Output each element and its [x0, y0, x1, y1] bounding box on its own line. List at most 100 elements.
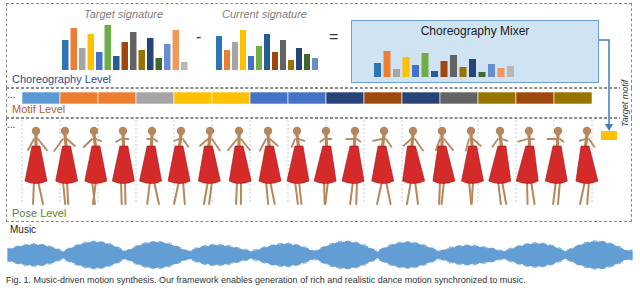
dancer-dress	[229, 146, 251, 184]
dancer-figure	[516, 127, 538, 204]
dancer-figure	[287, 127, 309, 204]
dancer-figure	[140, 127, 162, 204]
connector-line	[599, 40, 609, 125]
dancer-figure	[168, 127, 190, 204]
dancer-arm	[299, 139, 304, 141]
dancer-figure	[576, 127, 598, 204]
dancer-figure	[54, 127, 77, 204]
motif-segment	[440, 92, 478, 104]
dancer-dress	[85, 146, 107, 184]
mixer-bar	[384, 51, 391, 77]
signature-bar	[122, 42, 129, 70]
dancer-dress	[25, 146, 47, 184]
dancer-leg	[558, 181, 560, 204]
dancer-dress	[433, 146, 455, 184]
dancer-leg	[299, 181, 301, 204]
dancer-dress	[342, 146, 364, 184]
dancer-leg	[295, 181, 298, 204]
dancer-arm	[373, 139, 382, 141]
dancer-dress	[403, 146, 425, 184]
dancer-dress	[112, 146, 134, 184]
signature-bar	[173, 30, 180, 70]
mixer-bar	[422, 53, 429, 77]
guide-line	[516, 120, 517, 204]
dancer-figure	[198, 127, 220, 204]
dancer-head	[148, 127, 156, 135]
dancer-leg	[325, 181, 328, 204]
level-label: Motif Level	[12, 103, 65, 115]
signature-bar	[156, 58, 163, 70]
dancer-arm	[270, 139, 278, 146]
motif-segment	[174, 92, 212, 104]
dancer-head	[496, 127, 504, 135]
mixer-bar	[498, 68, 505, 77]
dancer-leg	[502, 181, 506, 204]
dancer-head	[61, 127, 69, 135]
dancer-arm	[328, 138, 331, 140]
dancer-leg	[386, 181, 391, 204]
dancer-figure	[545, 127, 567, 204]
signature-bar	[139, 50, 146, 70]
caption: Fig. 1. Music-driven motion synthesis. O…	[6, 275, 526, 286]
motif-segment	[212, 92, 250, 104]
signature-bar	[147, 38, 154, 70]
motif-segment	[554, 92, 592, 104]
dancer-figure	[462, 127, 484, 204]
dancer-head	[554, 127, 562, 135]
signature-bar	[113, 56, 120, 70]
dancer-arm	[147, 138, 150, 140]
signature-bar	[224, 50, 230, 70]
dancer-leg	[587, 181, 589, 204]
dancer-leg	[204, 181, 208, 204]
dancer-leg	[240, 181, 242, 204]
dancer-leg	[553, 181, 556, 204]
dancer-leg	[407, 181, 411, 204]
mixer-bar	[507, 66, 514, 77]
dancer-arm	[125, 138, 128, 140]
dancer-dress	[314, 146, 336, 184]
guide-line	[402, 120, 403, 204]
guide-line	[136, 120, 137, 204]
mixer-bar	[469, 59, 476, 77]
dancer-leg	[498, 181, 501, 204]
dancer-leg	[270, 181, 275, 204]
dancer-arm	[548, 138, 556, 140]
rotated-label: Target motif	[620, 78, 631, 129]
mixer-bar	[488, 64, 495, 77]
dancer-arm	[357, 139, 360, 142]
dancer-figure	[403, 127, 425, 204]
dancer-leg	[235, 181, 238, 204]
dancer-dress	[489, 146, 511, 184]
dancer-leg	[442, 181, 444, 204]
annotation: Target signature	[84, 8, 163, 21]
dancer-leg	[124, 181, 127, 204]
dancer-head	[32, 127, 40, 135]
dancer-figure	[342, 127, 364, 204]
annotation: ...	[7, 119, 15, 131]
signature-bar	[79, 48, 86, 70]
target-motif-chip: Target motif	[601, 131, 617, 140]
dancer-head	[235, 127, 243, 135]
signature-bar	[105, 25, 112, 70]
dancer-arm	[502, 139, 507, 141]
dancer-figure	[314, 127, 336, 204]
motif-segment	[60, 92, 98, 104]
dancer-leg	[183, 181, 185, 204]
mixer-bar	[479, 72, 486, 77]
dancer-head	[380, 127, 388, 135]
signature-bar	[272, 52, 278, 70]
dancer-arm	[531, 138, 534, 140]
music-waveform	[8, 240, 632, 270]
mixer-bar	[374, 63, 381, 77]
dancer-arm	[174, 139, 179, 141]
dancer-arm	[67, 139, 75, 146]
signature-bar	[181, 62, 188, 70]
dancer-dress	[545, 146, 567, 184]
dancer-figure	[25, 127, 47, 204]
dancer-head	[438, 127, 446, 135]
dancer-leg	[174, 181, 179, 204]
level-label: Pose Level	[12, 207, 66, 219]
dancer-dress	[259, 146, 281, 184]
dancer-dress	[462, 146, 484, 184]
dancer-dress	[168, 146, 190, 184]
